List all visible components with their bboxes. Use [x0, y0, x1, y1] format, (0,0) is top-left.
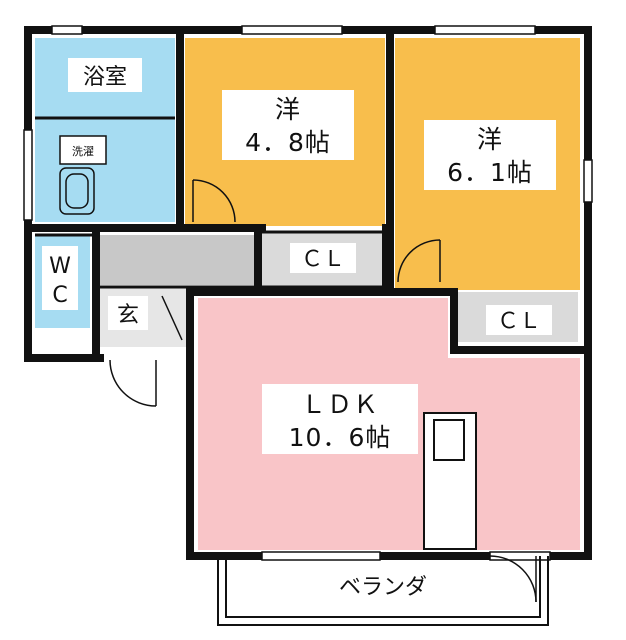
- label-box-closet-a: [290, 243, 356, 273]
- western-a-size: 4．8帖: [245, 128, 331, 157]
- entrance-label: 玄: [117, 303, 139, 328]
- stove-fixture: [423, 412, 477, 550]
- laundry-box: [59, 135, 107, 165]
- label-box-entrance: [108, 296, 148, 330]
- label-box-wc: [42, 246, 78, 310]
- laundry-label: 洗濯: [72, 145, 94, 158]
- closet-a-label: ＣＬ: [301, 247, 345, 272]
- closet-b-label: ＣＬ: [497, 309, 541, 334]
- ldk-label: ＬＤＫ: [301, 390, 379, 419]
- label-box-bath: [68, 58, 142, 92]
- windows: [23, 25, 593, 561]
- structure-walls: [24, 26, 592, 560]
- balcony-label: ベランダ: [339, 575, 427, 600]
- label-box-ldk: [262, 384, 418, 454]
- bath-label: 浴室: [83, 65, 127, 90]
- label-box-western-b: [424, 120, 556, 190]
- ldk-size: 10．6帖: [289, 423, 392, 452]
- wc-label-c: C: [52, 283, 67, 308]
- interior-walls: [35, 116, 386, 289]
- label-box-closet-b: [486, 305, 552, 335]
- western-a-label: 洋: [275, 95, 301, 124]
- balcony-outline: [217, 556, 549, 626]
- washroom-area: [35, 118, 175, 222]
- western-b-label: 洋: [477, 125, 503, 154]
- hallway-area: [100, 235, 260, 285]
- western-b-size: 6．1帖: [447, 158, 533, 187]
- label-box-western-a: [222, 90, 354, 160]
- doors: [109, 179, 537, 603]
- wc-label-w: W: [49, 254, 71, 279]
- bathtub-fixture: [59, 167, 95, 215]
